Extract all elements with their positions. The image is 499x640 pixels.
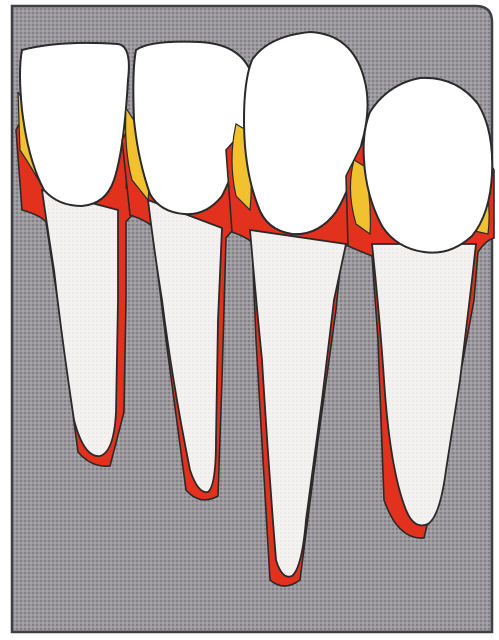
crown-4 xyxy=(364,78,493,253)
